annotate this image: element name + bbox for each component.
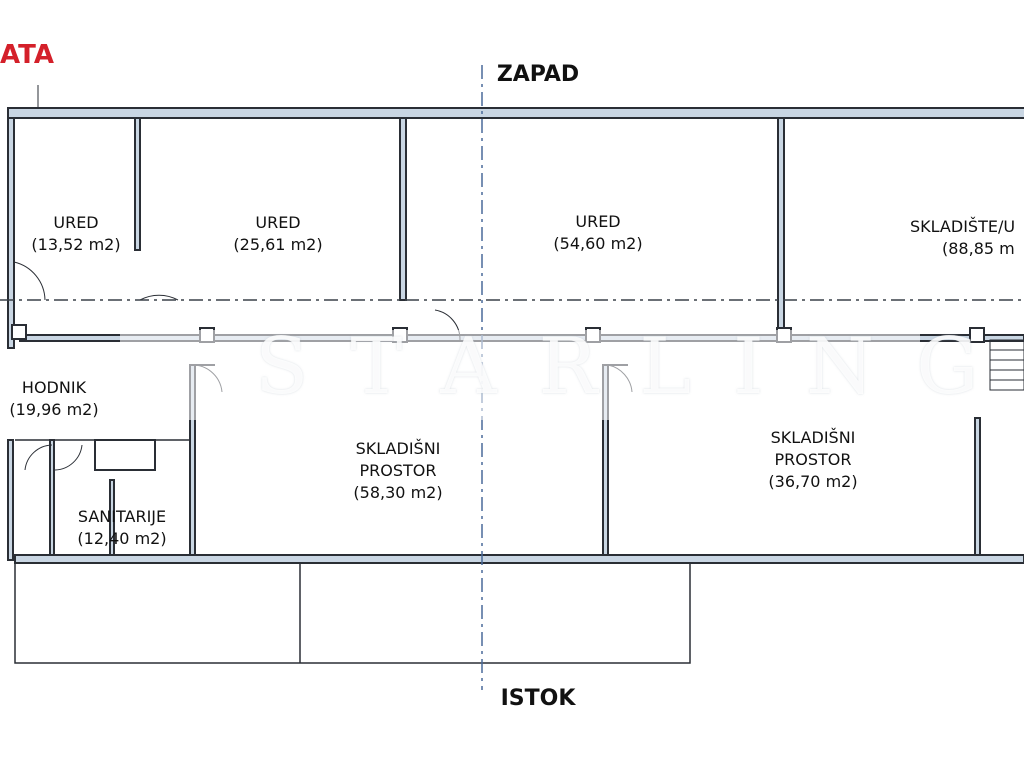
porch xyxy=(14,562,691,664)
wall-top xyxy=(7,107,1024,119)
entry-label: ATA xyxy=(0,40,54,70)
watermark-logo: STARLING xyxy=(255,322,1021,412)
room-label: URED(25,61 m2) xyxy=(233,213,323,254)
room-label: SANITARIJE(12,40 m2) xyxy=(77,507,167,548)
direction-bottom: ISTOK xyxy=(500,686,576,711)
room-label: URED(13,52 m2) xyxy=(31,213,121,254)
room-label: URED(54,60 m2) xyxy=(553,212,643,253)
room-label: HODNIK(19,96 m2) xyxy=(9,378,99,419)
direction-top: ZAPAD xyxy=(496,62,580,87)
wall-left xyxy=(7,117,15,349)
room-label: SKLADIŠTE/U(88,85 m xyxy=(910,217,1016,258)
watermark-band xyxy=(120,330,920,420)
wall-bottom xyxy=(14,554,1024,564)
